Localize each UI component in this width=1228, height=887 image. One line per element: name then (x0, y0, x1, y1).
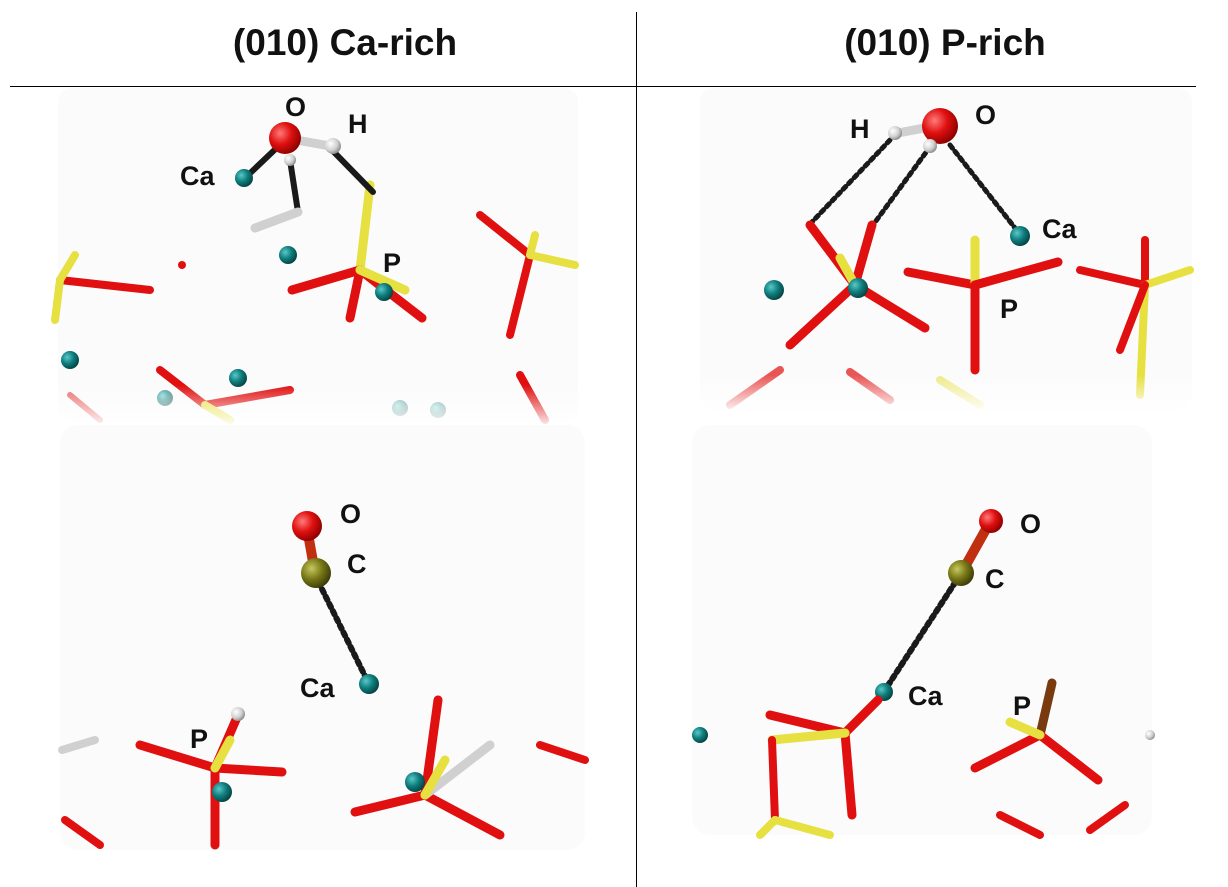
panel-top-right (700, 88, 1192, 410)
fade-overlay-top-left (58, 385, 578, 425)
label-c-bottom-left: C (347, 549, 367, 579)
label-h-top-right: H (850, 114, 870, 144)
label-o-top-left: O (285, 92, 306, 122)
label-o-bottom-right: O (1020, 509, 1041, 539)
fade-overlay-top-right (700, 375, 1192, 410)
co-p-rich-structure (692, 509, 1155, 839)
label-h-top-left: H (348, 109, 368, 139)
header-divider (10, 86, 1196, 87)
label-ca-top-right: Ca (1042, 214, 1077, 244)
label-o-bottom-left: O (340, 499, 361, 529)
label-p-top-left: P (383, 248, 401, 278)
panel-top-left (58, 88, 578, 422)
label-o-top-right: O (975, 100, 996, 130)
label-p-bottom-right: P (1013, 691, 1031, 721)
label-ca-bottom-right: Ca (908, 681, 943, 711)
header-ca-rich: (010) Ca-rich (232, 22, 458, 63)
label-ca-bottom-left: Ca (300, 673, 335, 703)
label-ca-top-left: Ca (180, 161, 215, 191)
header-p-rich: (010) P-rich (844, 22, 1046, 63)
panel-bottom-left (60, 425, 585, 850)
label-p-bottom-left: P (190, 724, 208, 754)
column-divider (636, 12, 637, 887)
co-ca-rich-structure (58, 511, 589, 850)
label-c-bottom-right: C (985, 564, 1005, 594)
label-p-top-right: P (1000, 294, 1018, 324)
